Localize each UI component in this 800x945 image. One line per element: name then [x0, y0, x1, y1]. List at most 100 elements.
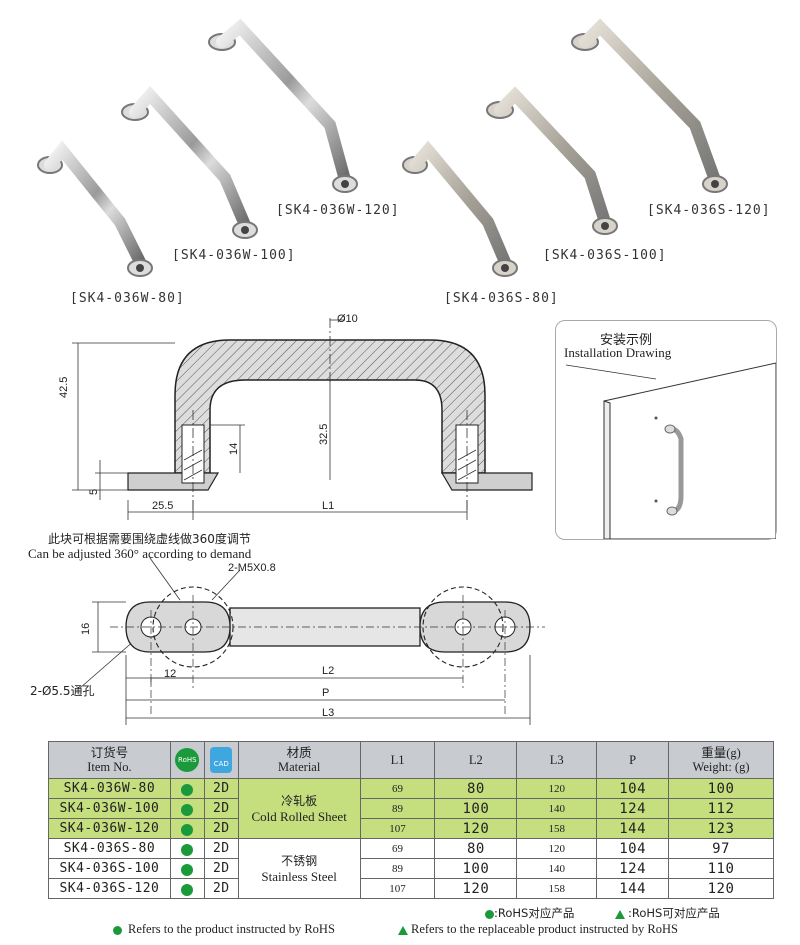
- header-rohs: RoHS: [169, 741, 205, 779]
- handle-w80-image: [37, 140, 153, 277]
- cell-l3: 120: [516, 778, 598, 799]
- cell-l1: 89: [359, 798, 436, 819]
- cell-cad: 2D: [203, 798, 239, 819]
- width-12-label: 12: [164, 668, 177, 680]
- handle-s120-image: [571, 18, 728, 193]
- cell-weight: 120: [668, 878, 774, 899]
- cell-cad: 2D: [203, 858, 239, 879]
- table-row: SK4-036W-120 2D 107 120 158 144 123: [48, 818, 774, 839]
- cell-p: 144: [596, 878, 670, 899]
- install-title-cn: 安装示例: [600, 333, 653, 348]
- cell-p: 104: [596, 838, 670, 859]
- adjust-note-cn: 此块可根据需要围绕虚线做360度调节: [48, 532, 251, 546]
- cell-l1: 107: [359, 878, 436, 899]
- product-label: [SK4-036W-80]: [70, 291, 185, 306]
- cell-l2: 80: [434, 778, 518, 799]
- cell-item: SK4-036W-80: [48, 778, 171, 799]
- product-label: [SK4-036S-100]: [543, 248, 667, 263]
- rohs-dot-icon: [181, 803, 194, 816]
- cell-item: SK4-036W-100: [48, 798, 171, 819]
- legend-rohs-cn2: :RoHS可对应产品: [615, 905, 720, 921]
- rohs-icon: RoHS: [175, 748, 200, 772]
- rohs-dot-icon: [181, 823, 194, 836]
- cell-l3: 158: [516, 818, 598, 839]
- legend-rohs-cn: :RoHS对应产品: [485, 905, 574, 921]
- cell-cad: 2D: [203, 878, 239, 899]
- cell-item: SK4-036S-80: [48, 838, 171, 859]
- handle-w100-image: [121, 85, 258, 239]
- cell-item: SK4-036W-120: [48, 818, 171, 839]
- handle-s80-image: [402, 140, 518, 277]
- rohs-dot-icon: [113, 925, 122, 935]
- header-l3: L3: [516, 741, 598, 779]
- rohs-triangle-icon: [615, 909, 625, 919]
- handle-w120-image: [208, 18, 358, 193]
- adjust-note-en: Can be adjusted 360° according to demand: [28, 546, 252, 561]
- cell-rohs: [169, 818, 205, 839]
- header-l2: L2: [434, 741, 518, 779]
- rohs-dot-icon: [485, 909, 494, 919]
- product-label: [SK4-036W-100]: [172, 248, 296, 263]
- cell-cad: 2D: [203, 838, 239, 859]
- top-view-drawing: [79, 557, 545, 725]
- handle-s100-image: [486, 86, 618, 235]
- cell-p: 144: [596, 818, 670, 839]
- cell-p: 124: [596, 798, 670, 819]
- product-label: [SK4-036S-80]: [444, 291, 559, 306]
- l1-label: L1: [322, 500, 335, 512]
- l2-label: L2: [322, 665, 335, 677]
- height-16-label: 16: [80, 622, 92, 635]
- table-row: SK4-036S-100 2D 89 100 140 124 110: [48, 858, 774, 879]
- rohs-dot-icon: [181, 843, 194, 856]
- panel-illustration: [565, 362, 776, 539]
- hole-label: 2-Ø5.5通孔: [30, 684, 95, 698]
- product-photos: [37, 18, 728, 277]
- rohs-dot-icon: [181, 863, 194, 876]
- cell-weight: 100: [668, 778, 774, 799]
- installation-drawing: 安装示例 Installation Drawing: [555, 320, 777, 540]
- cell-weight: 97: [668, 838, 774, 859]
- width-25-5-label: 25.5: [152, 500, 174, 512]
- header-weight: 重量(g)Weight: (g): [668, 741, 774, 779]
- cell-l3: 158: [516, 878, 598, 899]
- rohs-dot-icon: [181, 883, 194, 896]
- cell-l2: 80: [434, 838, 518, 859]
- height-5-label: 5: [88, 488, 100, 495]
- cell-weight: 110: [668, 858, 774, 879]
- cell-rohs: [169, 798, 205, 819]
- cell-l2: 120: [434, 818, 518, 839]
- cell-p: 124: [596, 858, 670, 879]
- cell-cad: 2D: [203, 778, 239, 799]
- product-label: [SK4-036W-120]: [276, 203, 400, 218]
- l3-label: L3: [322, 707, 335, 719]
- header-l1: L1: [359, 741, 436, 779]
- cell-l1: 69: [359, 838, 436, 859]
- install-title-en: Installation Drawing: [564, 345, 672, 360]
- product-label: [SK4-036S-120]: [647, 203, 771, 218]
- table-row: SK4-036W-100 2D 89 100 140 124 112: [48, 798, 774, 819]
- rohs-dot-icon: [181, 783, 194, 796]
- height-total-label: 42.5: [58, 376, 70, 398]
- cad-icon: CAD: [210, 747, 233, 773]
- cell-weight: 112: [668, 798, 774, 819]
- section-drawing: [72, 318, 533, 520]
- legend-rohs-en2: Refers to the replaceable product instru…: [398, 922, 678, 937]
- cell-weight: 123: [668, 818, 774, 839]
- cell-l3: 140: [516, 798, 598, 819]
- cell-l2: 100: [434, 858, 518, 879]
- diameter-label: Ø10: [337, 313, 358, 325]
- cell-l1: 107: [359, 818, 436, 839]
- header-p: P: [596, 741, 670, 779]
- header-cad: CAD: [203, 741, 239, 779]
- cell-l3: 120: [516, 838, 598, 859]
- table-row: SK4-036S-120 2D 107 120 158 144 120: [48, 878, 774, 899]
- cell-l1: 89: [359, 858, 436, 879]
